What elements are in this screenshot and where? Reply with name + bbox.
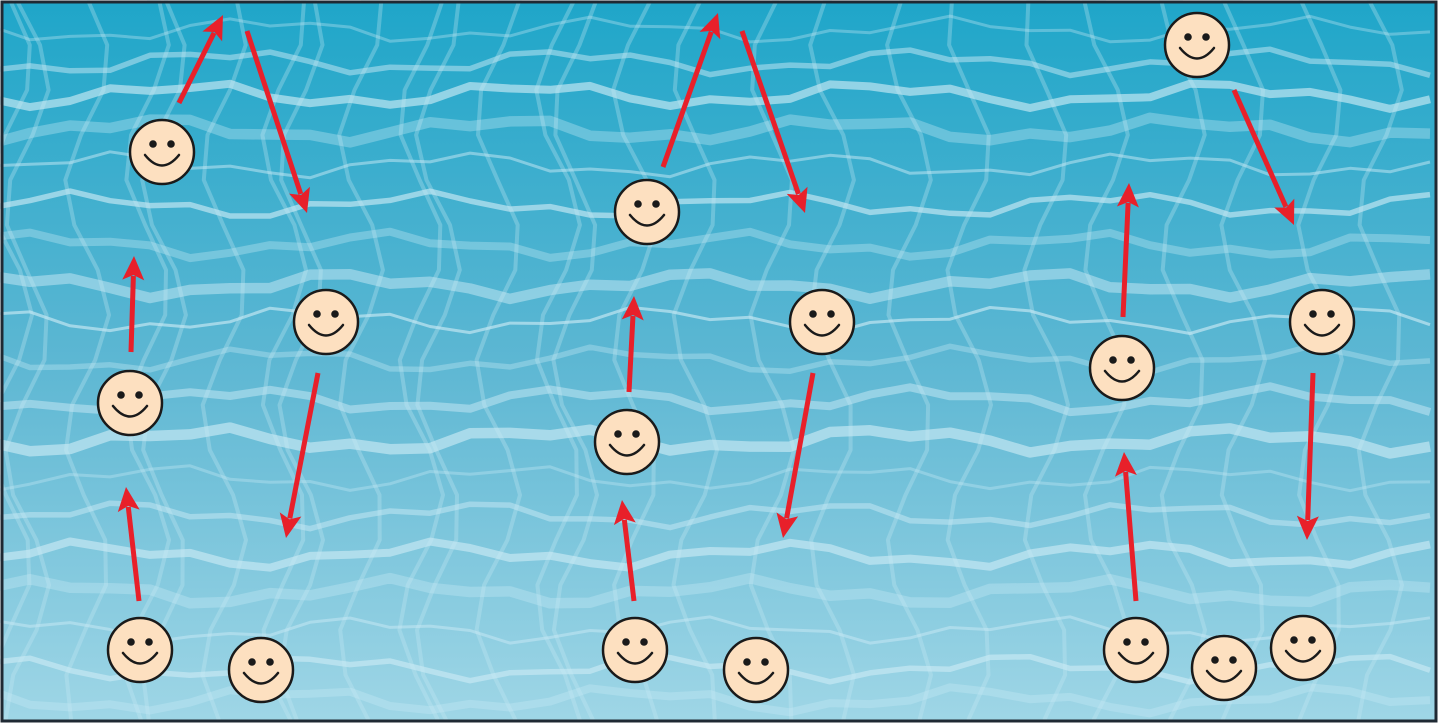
smiley-face-icon — [595, 410, 659, 474]
smiley-face-icon — [294, 290, 358, 354]
smiley-face-icon — [1090, 336, 1154, 400]
smiley-face-icon — [1271, 616, 1335, 680]
smiley-face-icon — [1192, 636, 1256, 700]
smiley-face-icon — [615, 180, 679, 244]
smiley-face-icon — [130, 120, 194, 184]
smiley-face-icon — [1165, 13, 1229, 77]
smiley-face-icon — [724, 638, 788, 702]
smiley-face-icon — [98, 371, 162, 435]
smiley-face-icon — [1104, 618, 1168, 682]
smiley-face-icon — [229, 638, 293, 702]
smiley-face-icon — [603, 618, 667, 682]
smiley-face-icon — [1290, 290, 1354, 354]
smiley-face-icon — [108, 618, 172, 682]
smiley-face-icon — [790, 290, 854, 354]
